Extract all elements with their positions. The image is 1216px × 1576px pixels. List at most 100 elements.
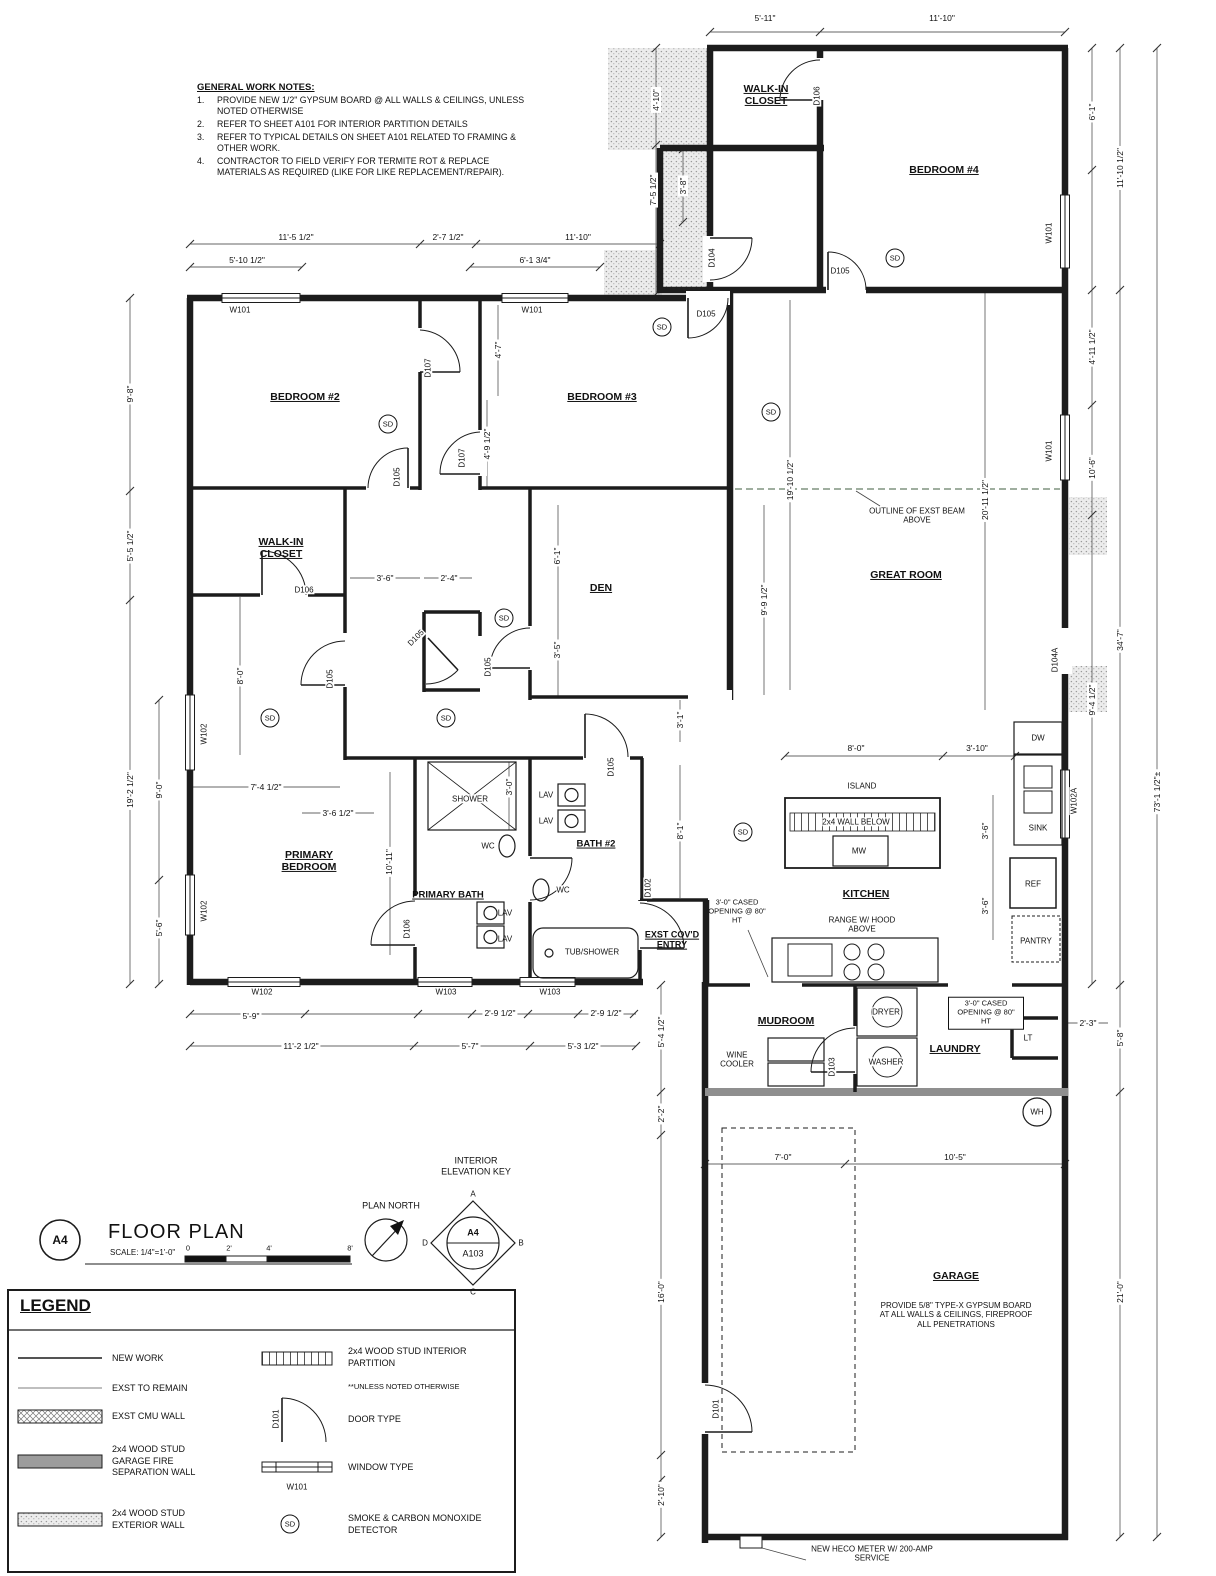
dim: 2'-3"	[1077, 1017, 1099, 1029]
legend-graphics	[7, 1289, 516, 1573]
beam-note: OUTLINE OF EXST BEAM ABOVE	[869, 506, 965, 525]
lav-label: LAV	[538, 790, 554, 800]
door-tag: D102	[643, 877, 653, 899]
dishwasher-label: DW	[1031, 733, 1045, 743]
dim: 10'-6"	[1086, 455, 1098, 481]
room-label-bedroom-4: BEDROOM #4	[909, 163, 979, 176]
cased-opening-note-boxed: 3'-0" CASED OPENING @ 80" HT	[948, 996, 1024, 1030]
dim: 3'-10"	[964, 742, 990, 754]
dim: 5'-3 1/2"	[565, 1040, 601, 1052]
dim: 21'-0"	[1114, 1279, 1126, 1305]
dim: 4'-7"	[492, 339, 504, 361]
window-tag: W101	[1044, 439, 1054, 463]
dim: 6'-1"	[1086, 101, 1098, 123]
dim: 8'-0"	[234, 665, 246, 687]
door-tag: D106	[402, 918, 412, 940]
elevation-key-sheet-top: A4	[467, 1227, 479, 1238]
tub-shower-label: TUB/SHOWER	[564, 947, 620, 957]
island-label: ISLAND	[847, 781, 877, 791]
dim: 2'-9 1/2"	[588, 1007, 624, 1019]
dim: 34'-7"	[1114, 627, 1126, 653]
wine-cooler-label: WINE COOLER	[720, 1050, 754, 1069]
legend-smoke-detector-icon: SD	[280, 1514, 300, 1534]
garage-gypsum-note: PROVIDE 5/8" TYPE-X GYPSUM BOARD AT ALL …	[879, 1300, 1033, 1329]
door-tag: D105	[695, 309, 717, 319]
door-tag: D104A	[1050, 646, 1060, 674]
plan-north-label: PLAN NORTH	[362, 1200, 420, 1211]
dim: 19'-2 1/2"	[124, 770, 136, 810]
legend-new-work: NEW WORK	[112, 1353, 164, 1363]
sheet-detail-tag: A4	[52, 1232, 68, 1247]
door-tag: D105	[829, 266, 851, 276]
scale-tick: 8'	[347, 1243, 353, 1253]
dim: 2'-4"	[438, 572, 460, 584]
smoke-detector-icon: SD	[378, 414, 398, 434]
dim: 3'-0"	[503, 776, 515, 798]
scale-tick: 2'	[226, 1243, 232, 1253]
dim: 7'-0"	[772, 1151, 794, 1163]
dim: 3'-6"	[979, 820, 991, 842]
dim: 2'-10"	[655, 1482, 667, 1508]
microwave-label: MW	[851, 846, 867, 856]
door-tag: D106	[812, 85, 822, 107]
dim: 73'-1 1/2"±	[1151, 769, 1163, 815]
door-tag: D105	[483, 656, 493, 678]
room-label-walkin-closet: WALK-IN CLOSET	[258, 535, 304, 560]
drawing-scale: SCALE: 1/4"=1'-0"	[110, 1248, 176, 1257]
dim: 5'-11"	[752, 12, 778, 24]
dim: 2'-9 1/2"	[482, 1007, 518, 1019]
elevation-key-title: INTERIOR ELEVATION KEY	[441, 1155, 511, 1176]
wall-below-label: 2x4 WALL BELOW	[822, 817, 890, 827]
door-tag: D105	[325, 668, 335, 690]
cased-opening-note: 3'-0" CASED OPENING @ 80" HT	[708, 897, 766, 925]
interior-walls	[190, 298, 1065, 1092]
elevation-key-letter-a: A	[470, 1189, 476, 1199]
dim: 6'-1"	[551, 545, 563, 567]
door-tag: D107	[423, 357, 433, 379]
leader-lines	[747, 929, 807, 1561]
door-tag: D101	[711, 1398, 721, 1420]
room-label-primary-bath: PRIMARY BATH	[412, 889, 484, 901]
drawing-title: FLOOR PLAN	[108, 1221, 245, 1243]
note-item: 4. CONTRACTOR TO FIELD VERIFY FOR TERMIT…	[197, 155, 505, 177]
dim: 16'-0"	[655, 1279, 667, 1305]
dim: 4'-11 1/2"	[1086, 327, 1098, 367]
refrigerator-label: REF	[1025, 879, 1041, 889]
dim: 3'-5"	[551, 639, 563, 661]
dim: 5'-8"	[1114, 1027, 1126, 1049]
dryer-label: DRYER	[872, 1007, 900, 1017]
smoke-detector-icon: SD	[652, 317, 672, 337]
wc-label: WC	[556, 885, 570, 895]
dim: 5'-6"	[153, 917, 165, 939]
legend-door-type: DOOR TYPE	[348, 1414, 401, 1424]
smoke-detector-icon: SD	[494, 608, 514, 628]
window-tag: W102A	[1069, 786, 1079, 816]
laundry-tub-label: LT	[1023, 1033, 1033, 1043]
heco-meter-note: NEW HECO METER W/ 200-AMP SERVICE	[811, 1544, 933, 1563]
window-tag: W101	[1044, 221, 1054, 245]
dim: 4'-10"	[650, 87, 662, 113]
dim: 10'-11"	[383, 847, 395, 877]
legend-exst-to-remain: EXST TO REMAIN	[112, 1383, 188, 1393]
dim: 2'-7 1/2"	[430, 231, 466, 243]
dim: 11'-10"	[927, 12, 957, 24]
legend-smoke-detector: SMOKE & CARBON MONOXIDE DETECTOR	[348, 1513, 482, 1535]
dim: 3'-6 1/2"	[320, 807, 356, 819]
dim: 4'-9 1/2"	[481, 426, 493, 462]
smoke-detector-icon: SD	[761, 402, 781, 422]
legend-exst-cmu-wall: EXST CMU WALL	[112, 1411, 186, 1421]
dim: 11'-5 1/2"	[276, 231, 316, 243]
room-label-garage: GARAGE	[932, 1269, 980, 1282]
sink-label: SINK	[1028, 823, 1048, 833]
door-tag: D105	[606, 756, 616, 778]
garage-dashed-outline	[721, 1127, 856, 1453]
smoke-detector-icon: SD	[885, 248, 905, 268]
dim: 9'-8"	[124, 383, 136, 405]
dim: 5'-4 1/2"	[655, 1014, 667, 1050]
door-tag: D105	[392, 466, 402, 488]
dim: 3'-8"	[677, 175, 689, 197]
dim: 6'-1 3/4"	[517, 254, 553, 266]
dim: 7'-5 1/2"	[647, 172, 659, 208]
legend-window-type: WINDOW TYPE	[348, 1462, 414, 1472]
